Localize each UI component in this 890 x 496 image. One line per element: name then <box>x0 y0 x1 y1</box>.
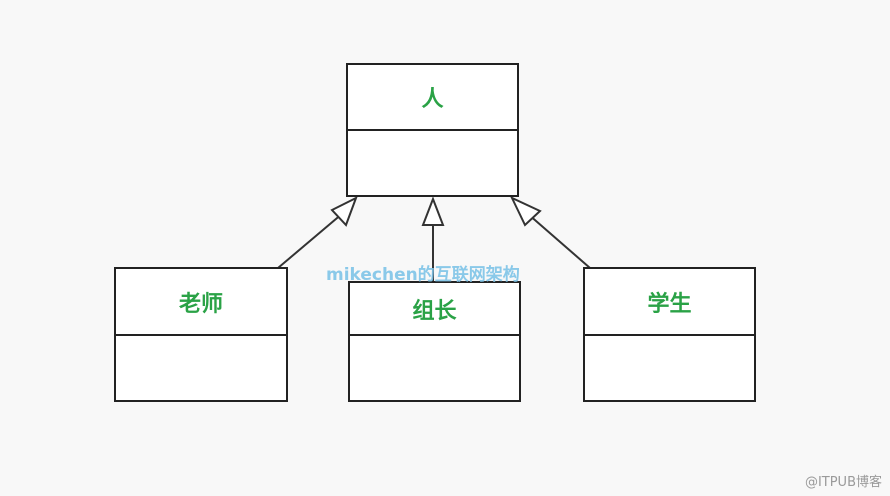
class-name-teacher: 老师 <box>116 269 286 336</box>
class-body-leader <box>350 336 519 400</box>
class-body-teacher <box>116 336 286 400</box>
class-name-student: 学生 <box>585 269 754 336</box>
class-box-student: 学生 <box>583 267 756 402</box>
class-box-person: 人 <box>346 63 519 197</box>
class-body-person <box>348 131 517 195</box>
watermark-text: mikechen的互联网架构 <box>326 265 520 285</box>
connector-teacher-line <box>277 212 344 269</box>
class-box-teacher: 老师 <box>114 267 288 402</box>
footer-credit: @ITPUB博客 <box>804 475 882 490</box>
class-name-leader: 组长 <box>350 283 519 336</box>
class-box-leader: 组长 <box>348 281 521 402</box>
class-name-person: 人 <box>348 65 517 131</box>
inheritance-arrow-student <box>509 195 542 227</box>
inheritance-arrow-leader <box>421 196 445 226</box>
connector-student-line <box>527 213 591 269</box>
class-body-student <box>585 336 754 400</box>
inheritance-arrow-teacher <box>330 195 358 227</box>
